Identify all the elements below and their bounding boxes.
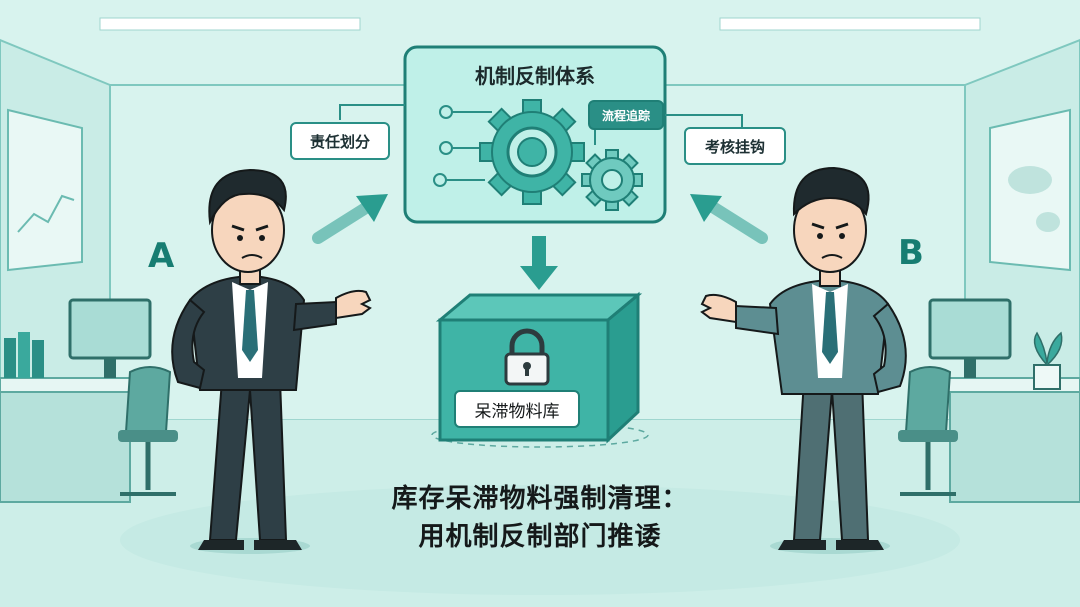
person-a-letter: A xyxy=(148,236,175,276)
lock-icon xyxy=(504,328,550,386)
plant-icon xyxy=(1033,364,1061,390)
tag-assessment: 考核挂钩 xyxy=(684,127,786,165)
ceiling-light xyxy=(99,17,361,31)
caption: 库存呆滞物料强制清理： 用机制反制部门推诿 xyxy=(340,480,740,556)
monitor-icon xyxy=(928,298,1012,360)
ceiling-light xyxy=(719,17,981,31)
arrow-right-icon xyxy=(312,194,388,244)
person-b-letter: B xyxy=(898,233,924,273)
system-title: 机制反制体系 xyxy=(475,64,595,88)
caption-line-1: 库存呆滞物料强制清理： xyxy=(391,484,689,514)
box-label: 呆滞物料库 xyxy=(454,390,580,428)
wall-chart-left xyxy=(7,108,83,272)
person-a xyxy=(171,168,372,554)
gear-icon xyxy=(581,149,643,211)
arrow-down-icon xyxy=(520,236,558,290)
tag-responsibility: 责任划分 xyxy=(290,122,390,160)
person-b xyxy=(700,166,907,554)
monitor-icon xyxy=(68,298,152,360)
tag-process-tracking: 流程追踪 xyxy=(588,100,664,130)
chair-left xyxy=(124,366,172,433)
gear-icon xyxy=(479,99,585,205)
desk-left xyxy=(0,377,141,393)
storage-box xyxy=(431,291,649,448)
arrow-left-icon xyxy=(690,194,768,244)
chair-right xyxy=(904,366,952,433)
caption-line-2: 用机制反制部门推诿 xyxy=(418,522,662,552)
